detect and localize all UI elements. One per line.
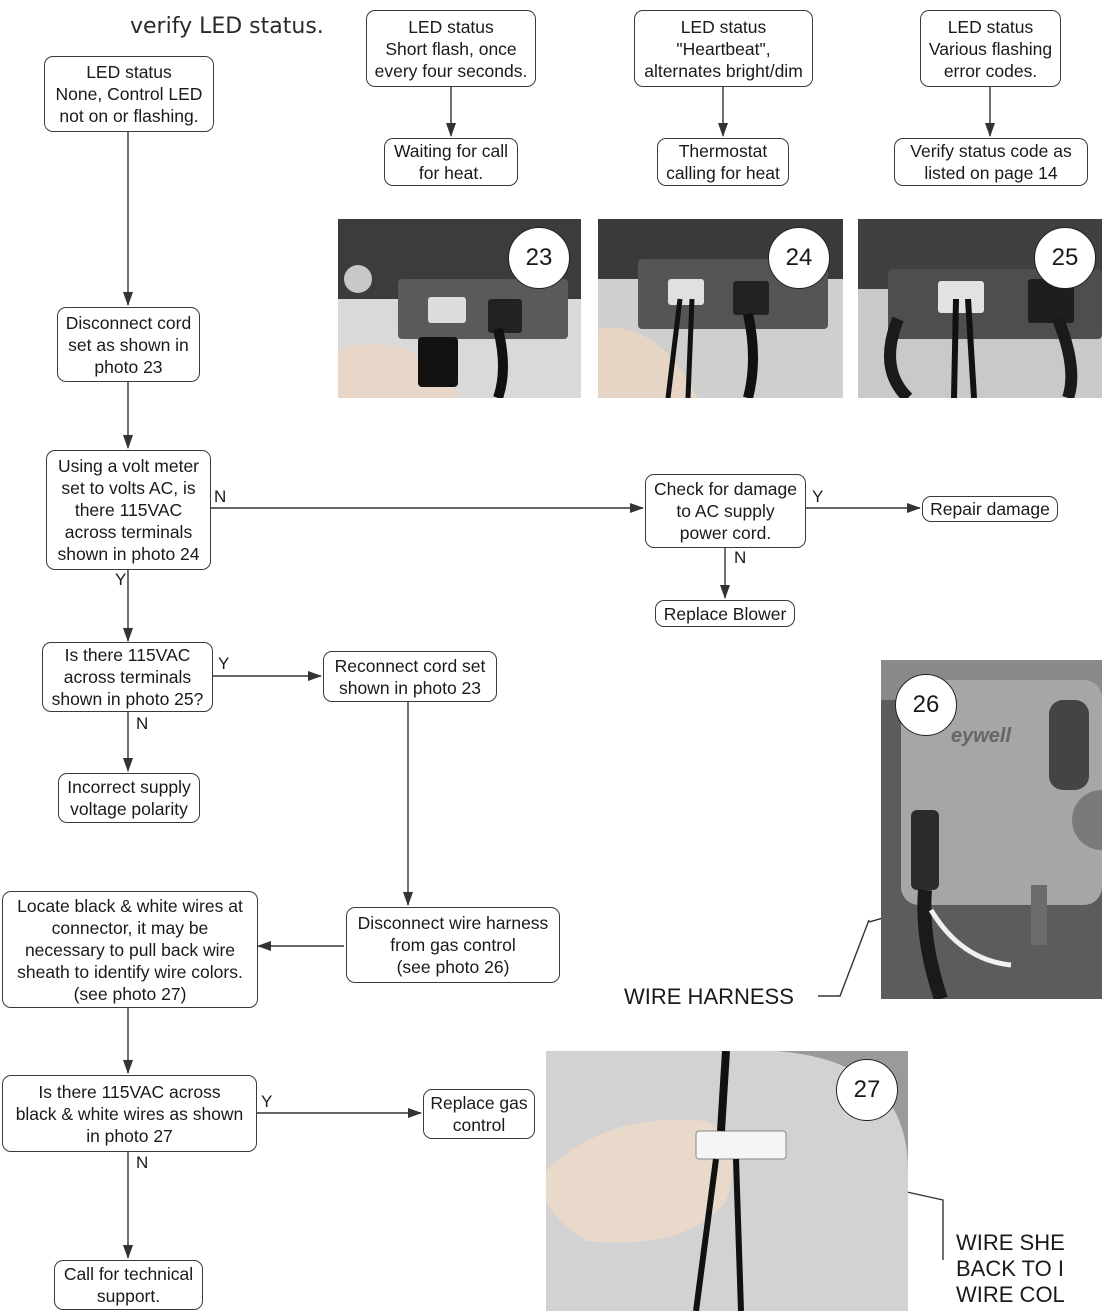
box-disconnect-harness: Disconnect wire harness from gas control… (346, 907, 560, 983)
box-repair: Repair damage (922, 496, 1058, 522)
label-damage-yes: Y (812, 487, 824, 506)
box-thermostat: Thermostat calling for heat (657, 138, 789, 186)
box-is-115-photo25: Is there 115VAC across terminals shown i… (42, 642, 213, 712)
photo-24-number: 24 (768, 227, 830, 289)
label-p25-no: N (136, 714, 149, 733)
box-check-damage: Check for damage to AC supply power cord… (645, 474, 806, 548)
photo-25: 25 (858, 219, 1102, 398)
photo-23-number: 23 (508, 227, 570, 289)
callout-wire-harness: WIRE HARNESS (624, 984, 794, 1009)
box-locate-wires: Locate black & white wires at connector,… (2, 891, 258, 1008)
box-call-support: Call for technical support. (54, 1260, 203, 1310)
box-led-short: LED status Short flash, once every four … (366, 10, 536, 87)
box-incorrect-polarity: Incorrect supply voltage polarity (58, 773, 200, 823)
box-verify-code: Verify status code as listed on page 14 (894, 138, 1088, 186)
box-volt-meter: Using a volt meter set to volts AC, is t… (46, 450, 211, 570)
brand-watermark-text: eywell (951, 725, 1011, 747)
label-volt-no: N (214, 487, 227, 506)
box-replace-gas: Replace gas control (423, 1089, 535, 1139)
label-bw-yes: Y (261, 1092, 273, 1111)
box-led-various: LED status Various flashing error codes. (920, 10, 1061, 87)
label-bw-no: N (136, 1153, 149, 1172)
photo-27-number: 27 (836, 1059, 898, 1121)
photo-27: 27 (546, 1051, 908, 1311)
photo-26: eywell 26 (881, 660, 1102, 999)
box-replace-blower: Replace Blower (655, 600, 795, 627)
photo-23: 23 (338, 219, 581, 398)
box-is-115-bw: Is there 115VAC across black & white wir… (2, 1075, 257, 1152)
photo-26-number: 26 (895, 674, 957, 736)
photo-25-number: 25 (1034, 227, 1096, 289)
box-waiting: Waiting for call for heat. (384, 138, 518, 186)
box-disconnect-cord: Disconnect cord set as shown in photo 23 (57, 307, 200, 382)
photo-24: 24 (598, 219, 843, 398)
box-reconnect: Reconnect cord set shown in photo 23 (323, 651, 497, 702)
intro-text: verify LED status. (130, 14, 324, 39)
label-damage-no: N (734, 548, 747, 567)
label-volt-yes: Y (115, 570, 127, 589)
line-harness-callout (818, 919, 870, 997)
label-p25-yes: Y (218, 654, 230, 673)
box-led-heartbeat: LED status "Heartbeat", alternates brigh… (634, 10, 813, 87)
box-led-none: LED status None, Control LED not on or f… (44, 56, 214, 132)
callout-wire-sheath: WIRE SHE BACK TO I WIRE COL (956, 1230, 1065, 1307)
